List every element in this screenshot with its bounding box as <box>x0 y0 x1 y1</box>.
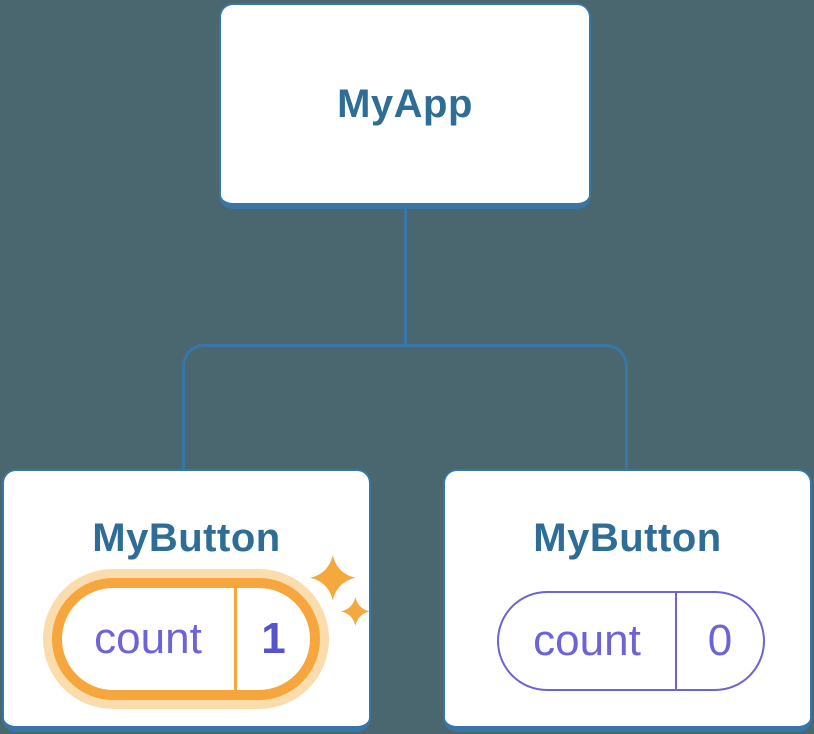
state-name: count <box>533 616 641 665</box>
component-node-child-1: MyButton count 1 <box>2 469 371 732</box>
component-label-root: MyApp <box>337 81 473 126</box>
component-label-child-1: MyButton <box>92 516 281 560</box>
connector-branch-lines <box>182 344 628 470</box>
state-pill-highlighted: count 1 <box>52 578 320 700</box>
state-value: 0 <box>675 593 763 689</box>
state-pill: count 0 <box>497 591 765 691</box>
state-name: count <box>94 614 202 663</box>
component-node-child-2: MyButton count 0 <box>443 469 812 732</box>
component-label-child-2: MyButton <box>533 516 722 560</box>
sparkle-icon <box>310 555 370 626</box>
component-node-root: MyApp <box>219 3 591 209</box>
state-value: 1 <box>234 588 310 690</box>
connector-stem-line <box>404 208 407 347</box>
